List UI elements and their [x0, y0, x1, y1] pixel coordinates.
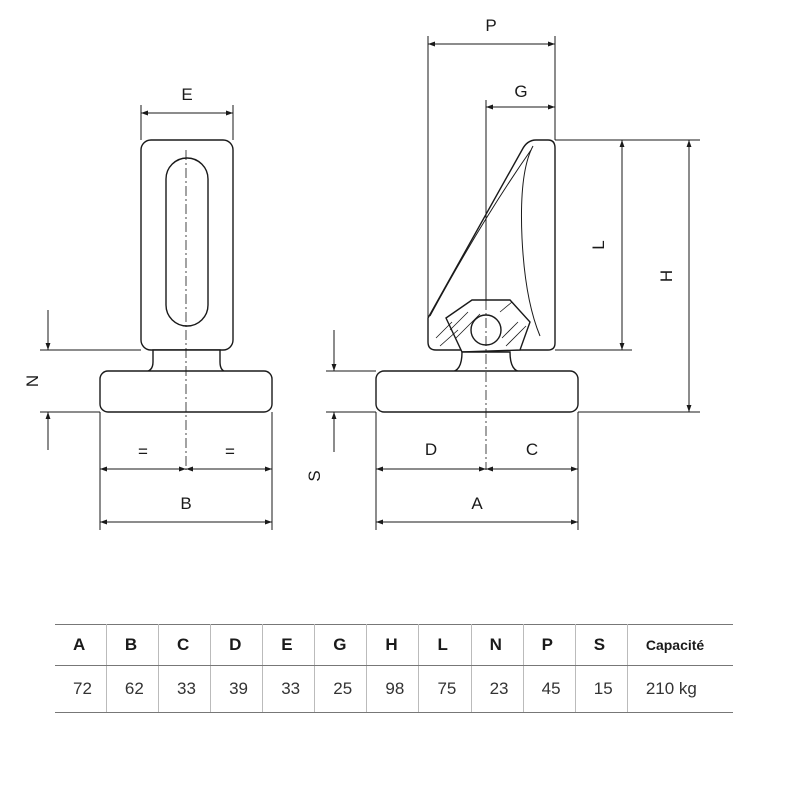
table-header-cell: N	[471, 624, 524, 666]
table-cell: 15	[575, 665, 628, 713]
table-header-cell: P	[523, 624, 576, 666]
table-header-cell: S	[575, 624, 628, 666]
table-cell: 39	[210, 665, 264, 713]
dimension-d-label: D	[425, 440, 437, 459]
table-header-cell: B	[106, 624, 160, 666]
dimension-b-label: B	[180, 494, 191, 513]
dimension-s: S	[305, 330, 376, 482]
dimension-l: L	[555, 139, 700, 351]
dimension-a-label: A	[471, 494, 483, 513]
table-cell: 72	[55, 665, 107, 713]
equal-left-label: =	[138, 442, 148, 461]
side-view	[375, 139, 579, 470]
front-view-neck	[142, 349, 229, 373]
table-cell: 98	[366, 665, 420, 713]
technical-drawing: E N = = B	[23, 16, 700, 530]
dimension-e-label: E	[181, 85, 192, 104]
dimension-e: E	[140, 85, 234, 140]
table-header-cell: G	[314, 624, 368, 666]
lever-front-edge	[429, 149, 532, 317]
equal-right-label: =	[225, 442, 235, 461]
table-header-cell: A	[55, 624, 107, 666]
dimension-p-label: P	[485, 16, 496, 35]
table-cell: 33	[262, 665, 316, 713]
dimension-g-label: G	[514, 82, 527, 101]
table-header-cell: C	[158, 624, 212, 666]
dimension-g: G	[485, 82, 555, 300]
table-header-cell: D	[210, 624, 264, 666]
dimension-a: D C A	[375, 412, 579, 530]
nut-hatching	[435, 301, 527, 347]
table-header-cell: L	[418, 624, 472, 666]
table-header-cell: H	[366, 624, 420, 666]
slot-outline	[165, 157, 209, 327]
front-view	[99, 139, 273, 470]
table-header-cell: E	[262, 624, 316, 666]
dimension-l-label: L	[589, 240, 608, 249]
table-cell: 45	[523, 665, 576, 713]
table-cell: 75	[418, 665, 472, 713]
table-cell: 62	[106, 665, 160, 713]
side-view-base	[375, 370, 579, 413]
table-cell: 23	[471, 665, 524, 713]
table-cell: 210 kg	[627, 665, 733, 713]
dimension-n: N	[23, 310, 141, 450]
dimension-n-label: N	[23, 375, 42, 387]
table-row: 72 62 33 39 33 25 98 75 23 45 15 210 kg	[55, 665, 733, 713]
dimension-b: = = B	[99, 412, 273, 530]
dimension-table: A B C D E G H L N P S Capacité 72 62 33 …	[55, 624, 733, 713]
dimension-p: P	[427, 16, 556, 318]
dimension-h-label: H	[657, 270, 676, 282]
dimension-h: H	[578, 140, 700, 413]
dimension-c-label: C	[526, 440, 538, 459]
lever-inner-curve	[520, 145, 541, 337]
table-header-cell: Capacité	[627, 624, 733, 666]
table-header-row: A B C D E G H L N P S Capacité	[55, 624, 733, 666]
table-cell: 25	[314, 665, 368, 713]
dimension-s-label: S	[305, 470, 324, 481]
table-cell: 33	[158, 665, 212, 713]
